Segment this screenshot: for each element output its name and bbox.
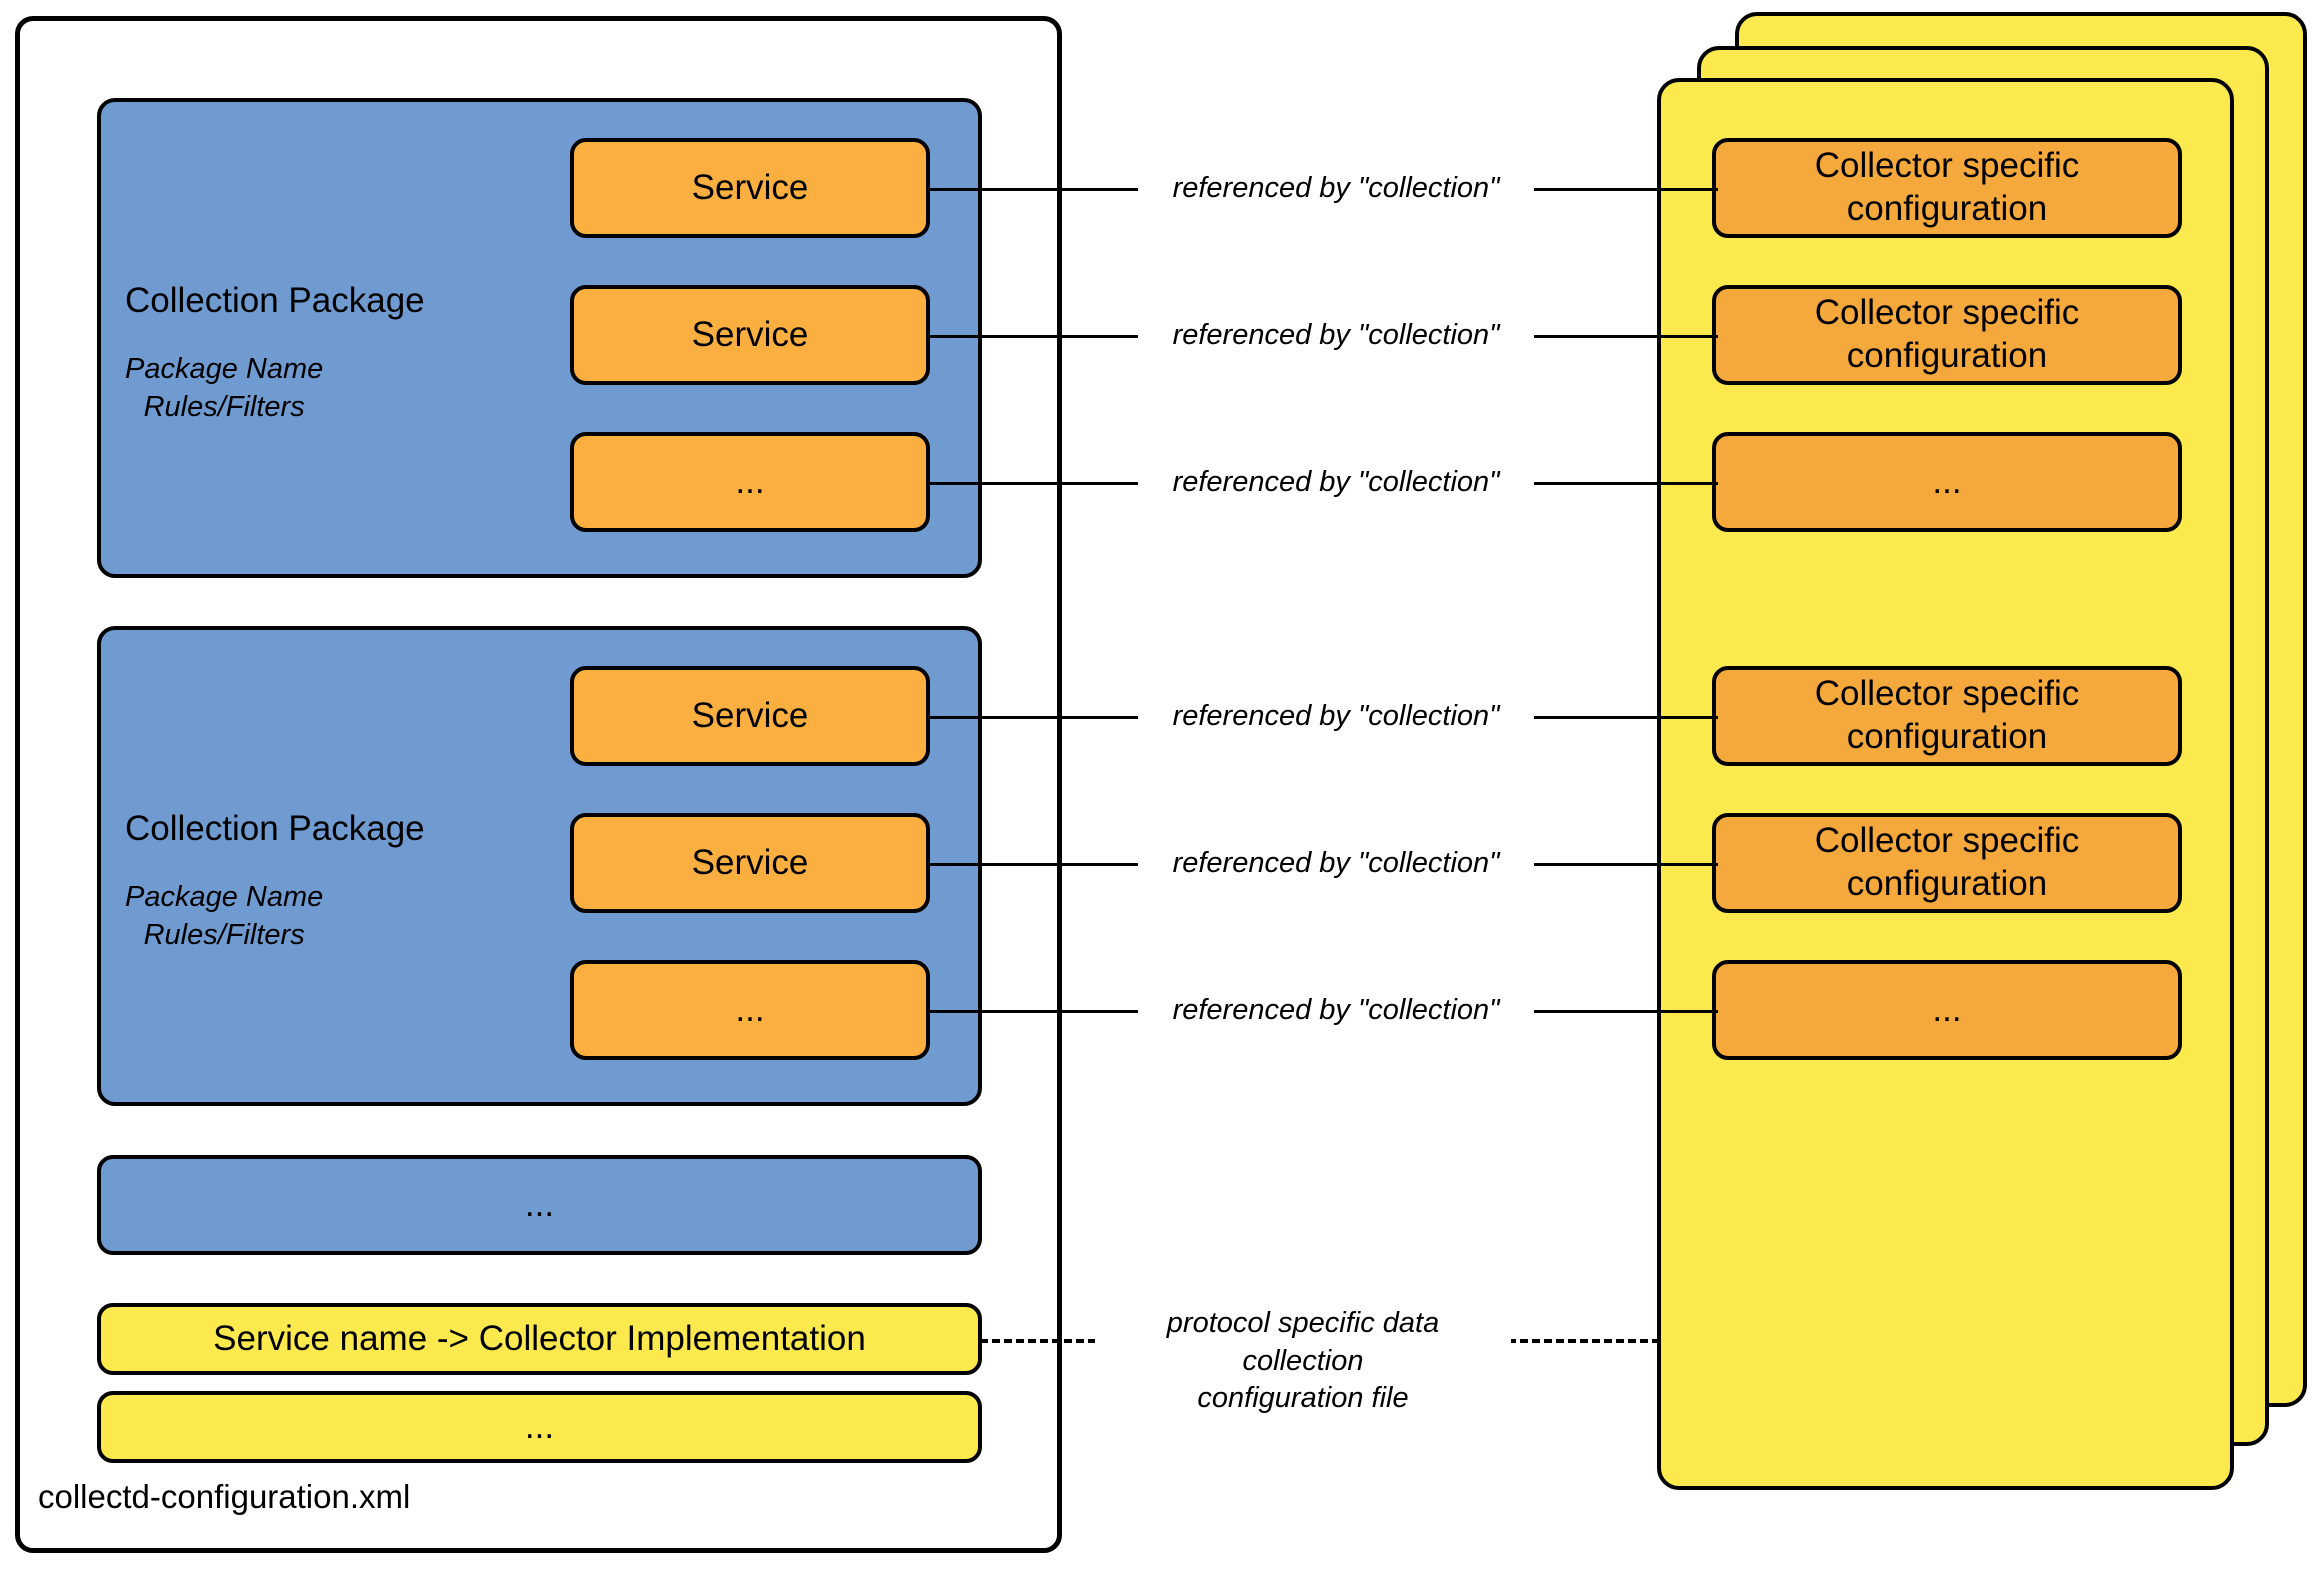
collector-config-box-2[interactable]: Collector specific configuration: [1712, 285, 2182, 385]
connector-label-6: referenced by "collection": [1138, 992, 1534, 1030]
connector-label-1: referenced by "collection": [1138, 170, 1534, 208]
collector-config-box-3-ellipsis[interactable]: ...: [1712, 432, 2182, 532]
collector-config-box-6-ellipsis[interactable]: ...: [1712, 960, 2182, 1060]
service-box-3-ellipsis[interactable]: ...: [570, 432, 930, 532]
connector-label-2: referenced by "collection": [1138, 317, 1534, 355]
connector-label-3: referenced by "collection": [1138, 464, 1534, 502]
collector-config-box-5[interactable]: Collector specific configuration: [1712, 813, 2182, 913]
service-box-2[interactable]: Service: [570, 285, 930, 385]
collection-package-2-sub-line1: Package Name: [125, 881, 324, 913]
collector-config-box-1[interactable]: Collector specific configuration: [1712, 138, 2182, 238]
dashed-connector-label-line1: protocol specific data collection: [1166, 1307, 1440, 1377]
service-box-4[interactable]: Service: [570, 666, 930, 766]
service-box-6-ellipsis[interactable]: ...: [570, 960, 930, 1060]
collection-package-1-sub-line2: Rules/Filters: [143, 391, 305, 424]
service-to-collector-mapping-box[interactable]: Service name -> Collector Implementation: [97, 1303, 982, 1375]
collection-package-1-title: Collection Package: [125, 281, 425, 320]
dashed-connector-label-line2: configuration file: [1197, 1382, 1409, 1415]
dashed-connector-label: protocol specific data collection config…: [1095, 1305, 1511, 1419]
collection-package-1-subtitle: Package Name Rules/Filters: [125, 350, 323, 427]
collector-config-box-4[interactable]: Collector specific configuration: [1712, 666, 2182, 766]
collection-package-ellipsis[interactable]: ...: [97, 1155, 982, 1255]
service-to-collector-mapping-ellipsis[interactable]: ...: [97, 1391, 982, 1463]
collection-package-2-title: Collection Package: [125, 809, 425, 848]
connector-label-5: referenced by "collection": [1138, 845, 1534, 883]
collection-package-1-sub-line1: Package Name: [125, 353, 324, 385]
service-box-5[interactable]: Service: [570, 813, 930, 913]
collectd-configuration-filename: collectd-configuration.xml: [38, 1478, 411, 1515]
service-box-1[interactable]: Service: [570, 138, 930, 238]
connector-label-4: referenced by "collection": [1138, 698, 1534, 736]
collection-package-2-subtitle: Package Name Rules/Filters: [125, 878, 323, 955]
collection-package-2-sub-line2: Rules/Filters: [143, 919, 305, 952]
